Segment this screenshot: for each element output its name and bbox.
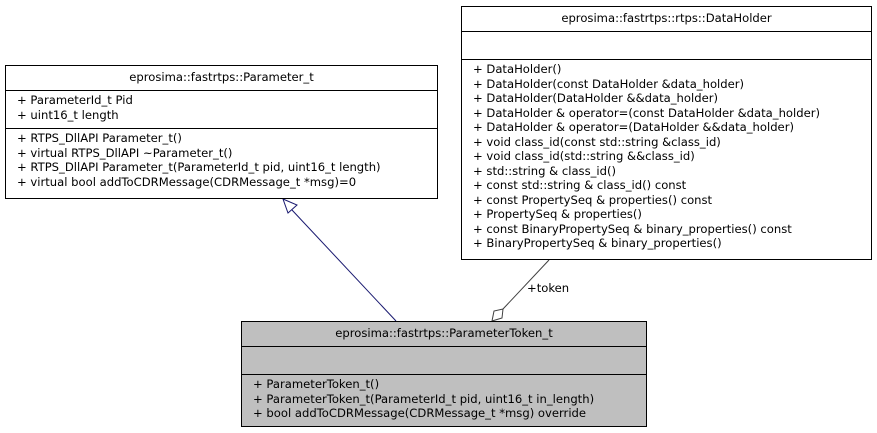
composition-line xyxy=(502,259,550,310)
operation-row: + void class_id(const std::string &class… xyxy=(473,134,721,149)
class-parameter-t[interactable]: eprosima::fastrtps::Parameter_t + Parame… xyxy=(5,65,438,199)
operation-row: + DataHolder() xyxy=(473,62,562,76)
operation-row: + DataHolder & operator=(DataHolder &&da… xyxy=(473,120,794,134)
attribute-section xyxy=(242,346,646,374)
operation-row: + const std::string & class_id() const xyxy=(473,178,687,192)
class-parameter-token-t[interactable]: eprosima::fastrtps::ParameterToken_t + P… xyxy=(241,321,647,427)
attribute-row: + uint16_t length xyxy=(17,107,119,122)
operation-row: + std::string & class_id() xyxy=(473,163,617,178)
operation-row: + const BinaryPropertySeq & binary_prope… xyxy=(473,221,792,236)
operation-row: + RTPS_DllAPI Parameter_t() xyxy=(17,131,182,145)
attribute-section: + ParameterId_t Pid + uint16_t length xyxy=(6,90,437,128)
inheritance-arrowhead xyxy=(282,198,298,214)
operation-row: + bool addToCDRMessage(CDRMessage_t *msg… xyxy=(253,406,587,420)
inheritance-line xyxy=(291,209,397,322)
operation-row: + ParameterToken_t(ParameterId_t pid, ui… xyxy=(253,391,595,406)
operation-section: + RTPS_DllAPI Parameter_t() + virtual RT… xyxy=(6,128,437,191)
token-role-label: +token xyxy=(527,281,570,295)
attribute-section xyxy=(462,31,871,59)
operation-row: + DataHolder & operator=(const DataHolde… xyxy=(473,105,821,120)
operation-row: + ParameterToken_t() xyxy=(253,377,380,391)
operation-row: + RTPS_DllAPI Parameter_t(ParameterId_t … xyxy=(17,160,381,174)
operation-section: + ParameterToken_t() + ParameterToken_t(… xyxy=(242,374,646,423)
attribute-row: + ParameterId_t Pid xyxy=(17,93,133,107)
operation-row: + BinaryPropertySeq & binary_properties(… xyxy=(473,236,722,250)
operation-row: + virtual bool addToCDRMessage(CDRMessag… xyxy=(17,174,357,189)
operation-row: + const PropertySeq & properties() const xyxy=(473,192,713,207)
operation-row: + PropertySeq & properties() xyxy=(473,207,642,221)
class-title: eprosima::fastrtps::Parameter_t xyxy=(129,70,314,84)
composition-diamond xyxy=(491,308,504,322)
operation-row: + void class_id(std::string &&class_id) xyxy=(473,149,695,163)
operation-row: + virtual RTPS_DllAPI ~Parameter_t() xyxy=(17,145,233,160)
operation-row: + DataHolder(DataHolder &&data_holder) xyxy=(473,91,718,105)
operation-section: + DataHolder() + DataHolder(const DataHo… xyxy=(462,59,871,253)
class-title: eprosima::fastrtps::rtps::DataHolder xyxy=(561,11,772,25)
operation-row: + DataHolder(const DataHolder &data_hold… xyxy=(473,76,745,91)
class-data-holder[interactable]: eprosima::fastrtps::rtps::DataHolder + D… xyxy=(461,6,872,260)
class-title: eprosima::fastrtps::ParameterToken_t xyxy=(335,326,553,340)
